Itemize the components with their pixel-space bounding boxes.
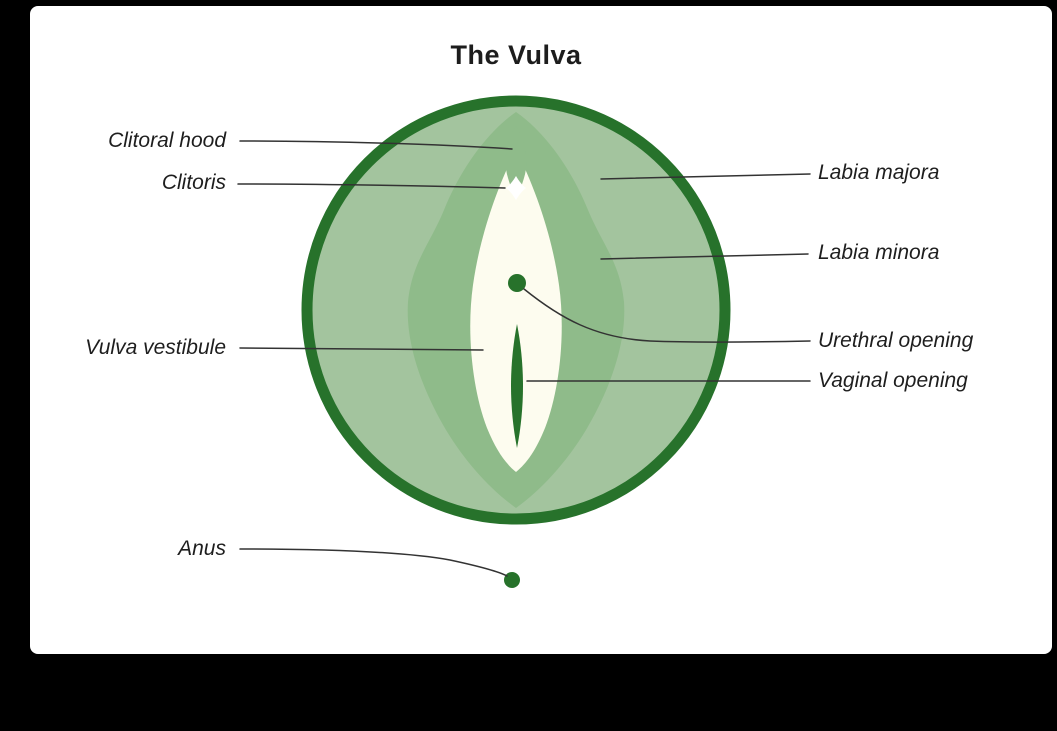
leader-vulva-vestibule	[239, 347, 484, 351]
label-labia-majora: Labia majora	[818, 161, 940, 184]
label-vaginal-opening: Vaginal opening	[818, 369, 968, 392]
label-anus: Anus	[178, 537, 226, 560]
leader-labia-minora	[600, 253, 809, 260]
leader-clitoral-hood	[239, 140, 513, 150]
urethral-opening-dot	[508, 274, 526, 292]
leader-labia-majora	[600, 173, 811, 180]
leader-anus	[239, 548, 508, 577]
clitoral-hood-shape	[505, 126, 527, 198]
leader-lines	[237, 140, 811, 577]
leader-clitoris	[237, 183, 506, 189]
label-vulva-vestibule: Vulva vestibule	[85, 336, 226, 359]
clitoris-shape	[506, 176, 526, 200]
leader-urethral-opening	[523, 288, 811, 343]
label-urethral-opening: Urethral opening	[818, 329, 974, 352]
vaginal-opening-shape	[511, 324, 523, 448]
label-clitoris: Clitoris	[161, 171, 226, 194]
label-clitoral-hood: Clitoral hood	[108, 129, 226, 152]
vulva-vestibule-shape	[470, 150, 562, 472]
diagram-title: The Vulva	[450, 40, 582, 70]
anus-dot	[504, 572, 520, 588]
label-labia-minora: Labia minora	[818, 241, 940, 264]
